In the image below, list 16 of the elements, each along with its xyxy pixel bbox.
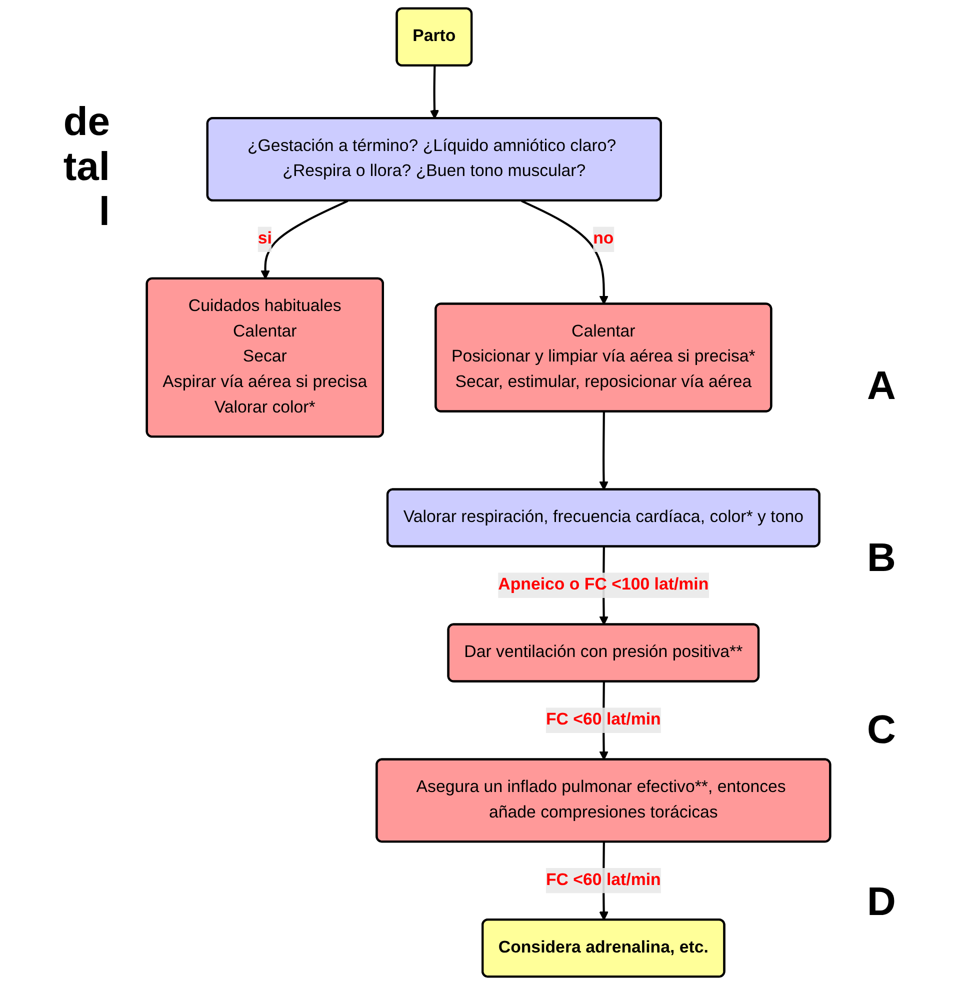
step-letter: D xyxy=(867,880,897,926)
edge-label: no xyxy=(593,230,614,248)
step-letter: B xyxy=(867,536,897,581)
edge-label: FC <60 lat/min xyxy=(546,871,661,890)
edge-label: si xyxy=(258,230,272,248)
edge-label: FC <60 lat/min xyxy=(546,710,661,729)
arrow xyxy=(521,200,608,305)
arrow xyxy=(430,66,440,120)
title-fragment: l xyxy=(98,190,110,235)
title-fragment: de xyxy=(62,100,110,145)
arrow xyxy=(260,200,348,280)
arrow xyxy=(599,412,608,490)
step-letter: A xyxy=(867,364,897,409)
step-letter: C xyxy=(867,708,897,754)
edge-label: Apneico o FC <100 lat/min xyxy=(498,576,709,594)
title-fragment: tal xyxy=(62,145,110,190)
